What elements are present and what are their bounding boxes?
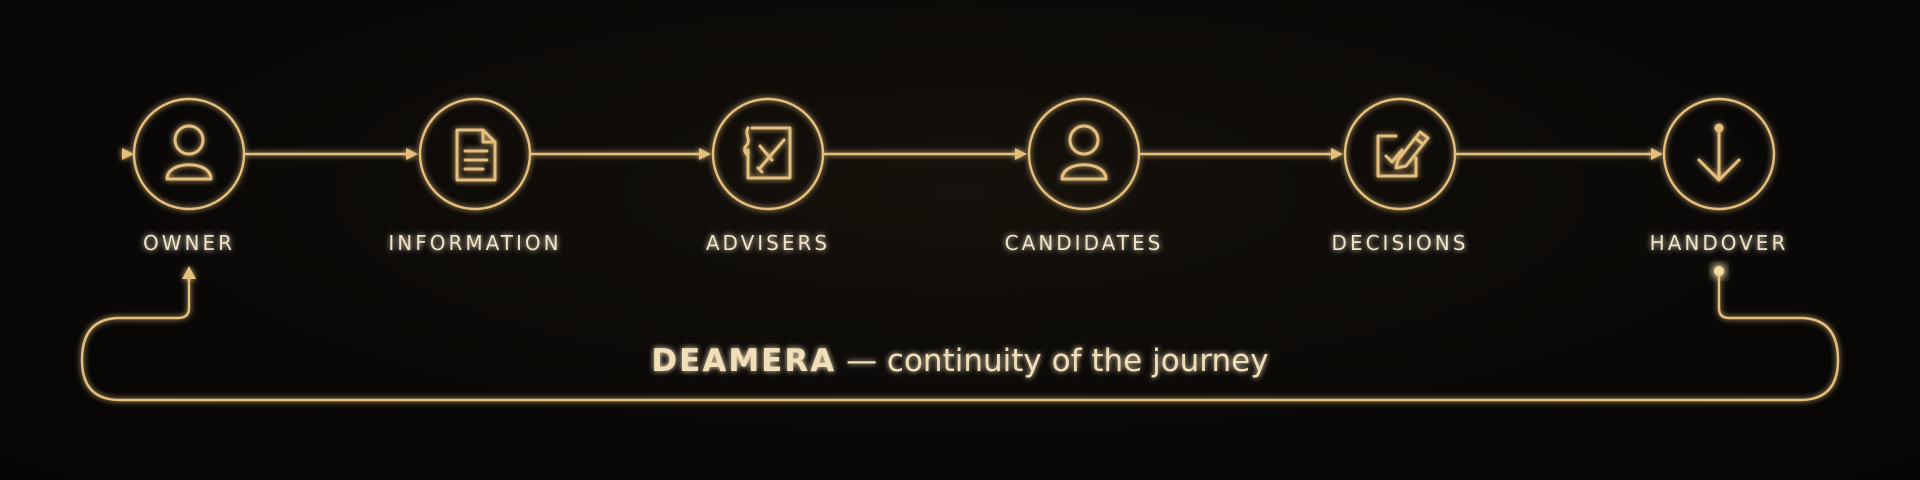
step-circle (1343, 97, 1457, 211)
step-label-information: INFORMATION (388, 231, 561, 255)
flow-arrowhead (1651, 148, 1663, 160)
step-label-handover: HANDOVER (1650, 231, 1789, 255)
loop-origin-dot (1714, 266, 1724, 276)
journey-tagline: — continuity of the journey (836, 343, 1268, 379)
step-advisers (711, 97, 825, 211)
person-icon (1060, 124, 1108, 181)
step-handover (1662, 97, 1776, 211)
flow-arrowhead (1015, 148, 1027, 160)
flow-arrowhead (122, 148, 134, 160)
journey-brand: DEAMERA (651, 343, 836, 379)
step-information (418, 97, 532, 211)
step-circle (132, 97, 246, 211)
edit-checklist-icon (1376, 130, 1430, 178)
person-icon (165, 124, 213, 181)
document-icon (455, 128, 497, 182)
loop-arrowhead (182, 266, 196, 279)
advisory-document-icon (743, 126, 792, 180)
step-label-decisions: DECISIONS (1332, 231, 1469, 255)
step-decisions (1343, 97, 1457, 211)
step-label-owner: OWNER (143, 231, 235, 255)
step-circle (418, 97, 532, 211)
step-circle (711, 97, 825, 211)
step-candidates (1027, 97, 1141, 211)
flow-arrowhead (699, 148, 711, 160)
flow-arrowhead (406, 148, 418, 160)
step-label-candidates: CANDIDATES (1005, 231, 1164, 255)
journey-caption: DEAMERA — continuity of the journey (651, 343, 1268, 379)
continuity-loop-line (80, 272, 1840, 402)
step-circle (1662, 97, 1776, 211)
anchor-icon (1697, 123, 1741, 182)
step-circle (1027, 97, 1141, 211)
step-label-advisers: ADVISERS (706, 231, 830, 255)
step-owner (132, 97, 246, 211)
flow-arrowhead (1331, 148, 1343, 160)
